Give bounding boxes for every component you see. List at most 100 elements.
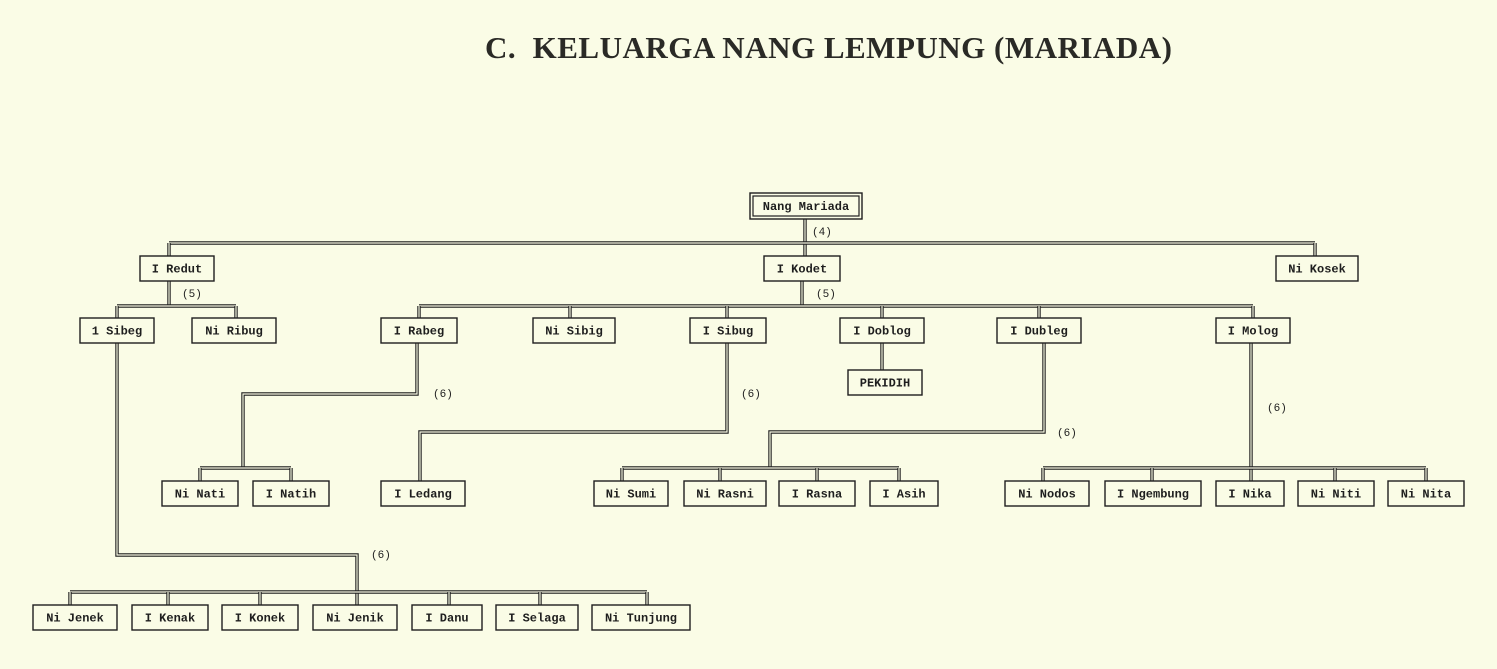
person-node-natih: I Natih — [252, 480, 330, 507]
person-box — [1297, 480, 1375, 507]
person-box — [79, 317, 155, 344]
person-box — [1275, 255, 1359, 282]
person-name: I Kodet — [777, 263, 827, 277]
person-node-mariada: Nang Mariada — [749, 192, 863, 220]
generation-label: (6) — [1267, 403, 1287, 415]
person-node-redut: I Redut — [139, 255, 215, 282]
person-box — [847, 369, 923, 396]
person-name: Ni Kosek — [1288, 263, 1346, 277]
person-node-konek: I Konek — [221, 604, 299, 631]
person-box — [380, 317, 458, 344]
person-node-molog: I Molog — [1215, 317, 1291, 344]
person-node-nati: Ni Nati — [161, 480, 239, 507]
person-box — [869, 480, 939, 507]
person-node-ledang: I Ledang — [380, 480, 466, 507]
connector-line — [768, 343, 1046, 468]
person-name: I Ngembung — [1117, 488, 1189, 502]
person-name: Ni Niti — [1311, 488, 1361, 502]
connector-line-inner — [419, 343, 728, 481]
person-box — [683, 480, 767, 507]
diagram-title: C. KELUARGA NANG LEMPUNG (MARIADA) — [485, 30, 1173, 65]
person-node-ngembung: I Ngembung — [1104, 480, 1202, 507]
generation-label: (4) — [812, 227, 832, 239]
person-node-asih: I Asih — [869, 480, 939, 507]
person-box — [532, 317, 616, 344]
person-node-sibug: I Sibug — [689, 317, 767, 344]
person-box — [689, 317, 767, 344]
person-name: Ni Tunjung — [605, 612, 677, 626]
person-box — [1215, 317, 1291, 344]
person-box — [495, 604, 579, 631]
generation-label: (5) — [816, 289, 836, 301]
person-name: I Asih — [882, 488, 925, 502]
person-name: Ni Nodos — [1018, 488, 1076, 502]
person-name: I Danu — [425, 612, 468, 626]
person-node-rabeg: I Rabeg — [380, 317, 458, 344]
person-box — [749, 192, 863, 220]
person-name: I Konek — [235, 612, 285, 626]
person-node-doblog: I Doblog — [839, 317, 925, 344]
person-node-tunjung: Ni Tunjung — [591, 604, 691, 631]
person-name: I Rabeg — [394, 325, 444, 339]
person-name: I Selaga — [508, 612, 566, 626]
person-node-ribug: Ni Ribug — [191, 317, 277, 344]
person-name: Ni Sumi — [606, 488, 656, 502]
person-node-rasni: Ni Rasni — [683, 480, 767, 507]
connector-line-inner — [242, 343, 418, 468]
person-node-nodos: Ni Nodos — [1004, 480, 1090, 507]
person-node-selaga: I Selaga — [495, 604, 579, 631]
person-node-rasna: I Rasna — [778, 480, 856, 507]
person-box — [1215, 480, 1285, 507]
person-box — [1004, 480, 1090, 507]
person-box — [252, 480, 330, 507]
person-name: PEKIDIH — [860, 377, 910, 391]
person-name: Ni Nati — [175, 488, 225, 502]
person-node-kosek: Ni Kosek — [1275, 255, 1359, 282]
connector-line-inner — [769, 343, 1045, 468]
generation-label: (6) — [371, 550, 391, 562]
person-name: I Kenak — [145, 612, 195, 626]
person-node-sumi: Ni Sumi — [593, 480, 669, 507]
person-box — [139, 255, 215, 282]
person-box — [131, 604, 209, 631]
person-name: Ni Jenik — [326, 612, 384, 626]
generation-label: (5) — [182, 289, 202, 301]
person-node-jenik: Ni Jenik — [312, 604, 398, 631]
person-node-sibeg: 1 Sibeg — [79, 317, 155, 344]
person-node-jenek: Ni Jenek — [32, 604, 118, 631]
person-name: Nang Mariada — [763, 200, 849, 214]
person-box-inner — [752, 195, 860, 217]
person-box — [380, 480, 466, 507]
person-node-kodet: I Kodet — [763, 255, 841, 282]
person-name: I Doblog — [853, 325, 911, 339]
person-box — [593, 480, 669, 507]
connector-line-inner — [116, 343, 358, 605]
person-box — [763, 255, 841, 282]
person-box — [591, 604, 691, 631]
generation-label: (6) — [433, 389, 453, 401]
person-node-sibig: Ni Sibig — [532, 317, 616, 344]
generation-label: (6) — [741, 389, 761, 401]
person-name: I Rasna — [792, 488, 842, 502]
connector-line — [241, 343, 419, 468]
person-node-nita: Ni Nita — [1387, 480, 1465, 507]
person-box — [191, 317, 277, 344]
person-box — [1387, 480, 1465, 507]
generation-label: (6) — [1057, 428, 1077, 440]
person-box — [1104, 480, 1202, 507]
person-name: I Sibug — [703, 325, 753, 339]
person-name: Ni Rasni — [696, 488, 754, 502]
person-node-kenak: I Kenak — [131, 604, 209, 631]
person-node-nika: I Nika — [1215, 480, 1285, 507]
person-box — [839, 317, 925, 344]
person-box — [221, 604, 299, 631]
person-box — [161, 480, 239, 507]
person-name: I Dubleg — [1010, 325, 1068, 339]
person-node-dubleg: I Dubleg — [996, 317, 1082, 344]
person-box — [312, 604, 398, 631]
connector-line — [418, 343, 729, 481]
person-name: I Redut — [152, 263, 202, 277]
person-name: I Nika — [1228, 488, 1271, 502]
person-box — [996, 317, 1082, 344]
